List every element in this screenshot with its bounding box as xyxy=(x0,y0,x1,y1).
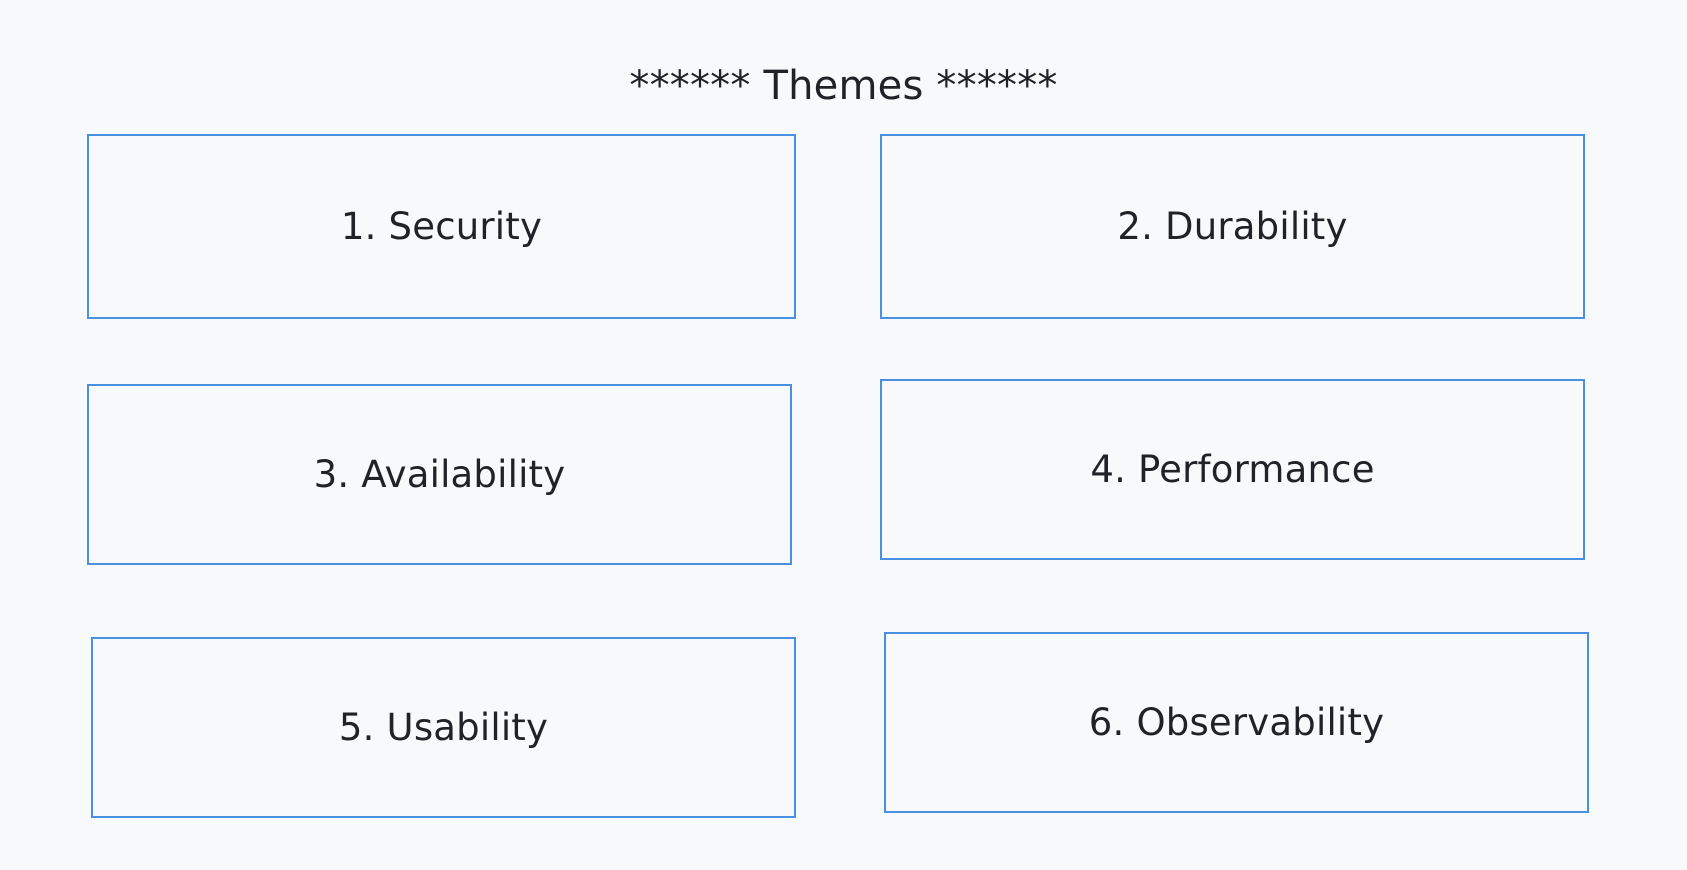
theme-label: 1. Security xyxy=(340,205,543,248)
theme-label: 3. Availability xyxy=(313,453,566,496)
theme-box-durability: 2. Durability xyxy=(880,134,1585,319)
diagram-title: ****** Themes ****** xyxy=(629,63,1058,109)
theme-box-performance: 4. Performance xyxy=(880,379,1585,560)
theme-box-availability: 3. Availability xyxy=(87,384,792,565)
theme-box-usability: 5. Usability xyxy=(91,637,796,818)
theme-label: 6. Observability xyxy=(1088,701,1385,744)
theme-label: 5. Usability xyxy=(338,706,549,749)
theme-label: 4. Performance xyxy=(1090,448,1375,491)
theme-box-security: 1. Security xyxy=(87,134,796,319)
theme-box-observability: 6. Observability xyxy=(884,632,1589,813)
theme-label: 2. Durability xyxy=(1117,205,1348,248)
